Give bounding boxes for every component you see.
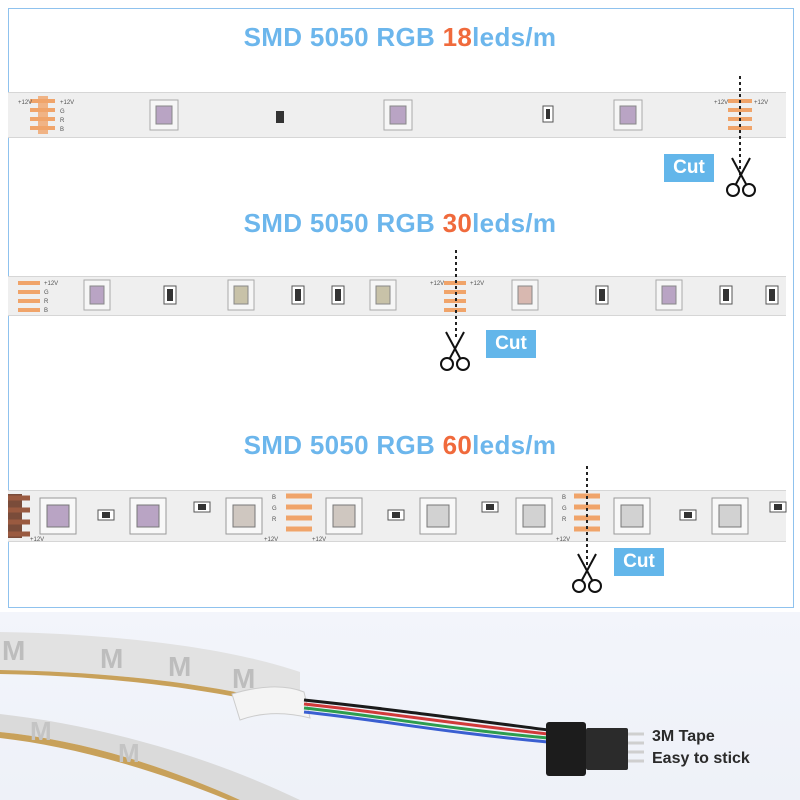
scissors-icon — [440, 331, 470, 371]
scissors-icon — [572, 553, 602, 593]
led-chip — [325, 497, 363, 535]
led-chip — [83, 279, 111, 311]
pad-label: R — [60, 118, 65, 124]
resistor — [765, 285, 779, 305]
pad-label: B — [562, 495, 566, 501]
pad-label: G — [562, 506, 567, 512]
pad-label: B — [60, 127, 64, 133]
tape-label-line2: Easy to stick — [652, 750, 750, 767]
pad-label: G — [60, 109, 65, 115]
tape-logo-m: M — [100, 643, 123, 674]
pad-label: R — [272, 517, 277, 523]
led-chip — [511, 279, 539, 311]
led-chip — [515, 497, 553, 535]
tape-logo: M M M M — [2, 635, 255, 694]
pad-label: G — [44, 290, 49, 296]
led-chip — [613, 99, 643, 131]
heading-count: 30 — [442, 208, 473, 238]
pad-label: +12V — [264, 537, 278, 543]
led-chip — [129, 497, 167, 535]
solder-pads-left — [18, 281, 40, 312]
heading-60-leds: SMD 5050 RGB 60leds/m — [0, 430, 800, 461]
tape-logo-m: M — [232, 663, 255, 694]
adhesive-tape-lower — [0, 714, 300, 800]
pad-label: +12V — [430, 281, 444, 287]
tape-logo-m: M — [30, 716, 52, 746]
solder-pads-left — [8, 494, 30, 538]
pad-label: R — [44, 299, 49, 305]
tape-logo-m: M — [168, 651, 191, 682]
resistor — [331, 285, 345, 305]
heading-unit: leds/m — [472, 22, 557, 52]
tape-illustration: M M M M M M — [0, 632, 644, 800]
pad-label: +12V — [754, 100, 768, 106]
resistor — [679, 509, 697, 521]
cut-badge: Cut — [486, 330, 536, 358]
resistor — [481, 501, 499, 513]
led-chip — [655, 279, 683, 311]
pad-label: +12V — [30, 537, 44, 543]
solder-pads-left — [30, 96, 55, 134]
led-chip — [369, 279, 397, 311]
pad-label: +12V — [60, 100, 74, 106]
connector-plug — [546, 722, 644, 776]
resistor — [387, 509, 405, 521]
solder-pads-cut — [574, 493, 600, 532]
led-chip — [711, 497, 749, 535]
heading-unit: leds/m — [472, 430, 557, 460]
heading-30-leds: SMD 5050 RGB 30leds/m — [0, 208, 800, 239]
resistor — [97, 509, 115, 521]
pad-label: +12V — [470, 281, 484, 287]
pad-label: R — [562, 517, 567, 523]
resistor — [193, 501, 211, 513]
heading-count: 60 — [442, 430, 473, 460]
pad-label: +12V — [556, 537, 570, 543]
tape-label-line1: 3M Tape — [652, 728, 715, 745]
heading-count: 18 — [442, 22, 473, 52]
tape-logo-m: M — [2, 635, 25, 666]
cut-badge: Cut — [664, 154, 714, 182]
heading-unit: leds/m — [472, 208, 557, 238]
pad-label: +12V — [312, 537, 326, 543]
heading-prefix: SMD 5050 RGB — [243, 430, 443, 460]
led-chip — [227, 279, 255, 311]
solder-pads-center — [286, 493, 312, 532]
resistor — [719, 285, 733, 305]
adhesive-tape-upper — [0, 632, 300, 712]
led-chip — [613, 497, 651, 535]
connector-wires — [303, 698, 549, 744]
resistor — [276, 111, 284, 123]
resistor — [546, 109, 550, 119]
led-chip — [419, 497, 457, 535]
resistor — [595, 285, 609, 305]
pad-label: G — [272, 506, 277, 512]
pad-label: +12V — [44, 281, 58, 287]
resistor — [291, 285, 305, 305]
heading-18-leds: SMD 5050 RGB 18leds/m — [0, 22, 800, 53]
resistor — [769, 501, 787, 513]
pad-label: +12V — [18, 100, 32, 106]
pad-label: B — [272, 495, 276, 501]
tape-logo-m: M — [118, 738, 140, 768]
cut-badge: Cut — [614, 548, 664, 576]
heading-prefix: SMD 5050 RGB — [243, 22, 443, 52]
pad-label: B — [44, 308, 48, 314]
led-chip — [149, 99, 179, 131]
resistor — [163, 285, 177, 305]
heading-prefix: SMD 5050 RGB — [243, 208, 443, 238]
led-chip — [39, 497, 77, 535]
heat-shrink — [231, 686, 311, 721]
pad-label: +12V — [714, 100, 728, 106]
led-chip — [225, 497, 263, 535]
led-chip — [383, 99, 413, 131]
scissors-icon — [726, 157, 756, 197]
